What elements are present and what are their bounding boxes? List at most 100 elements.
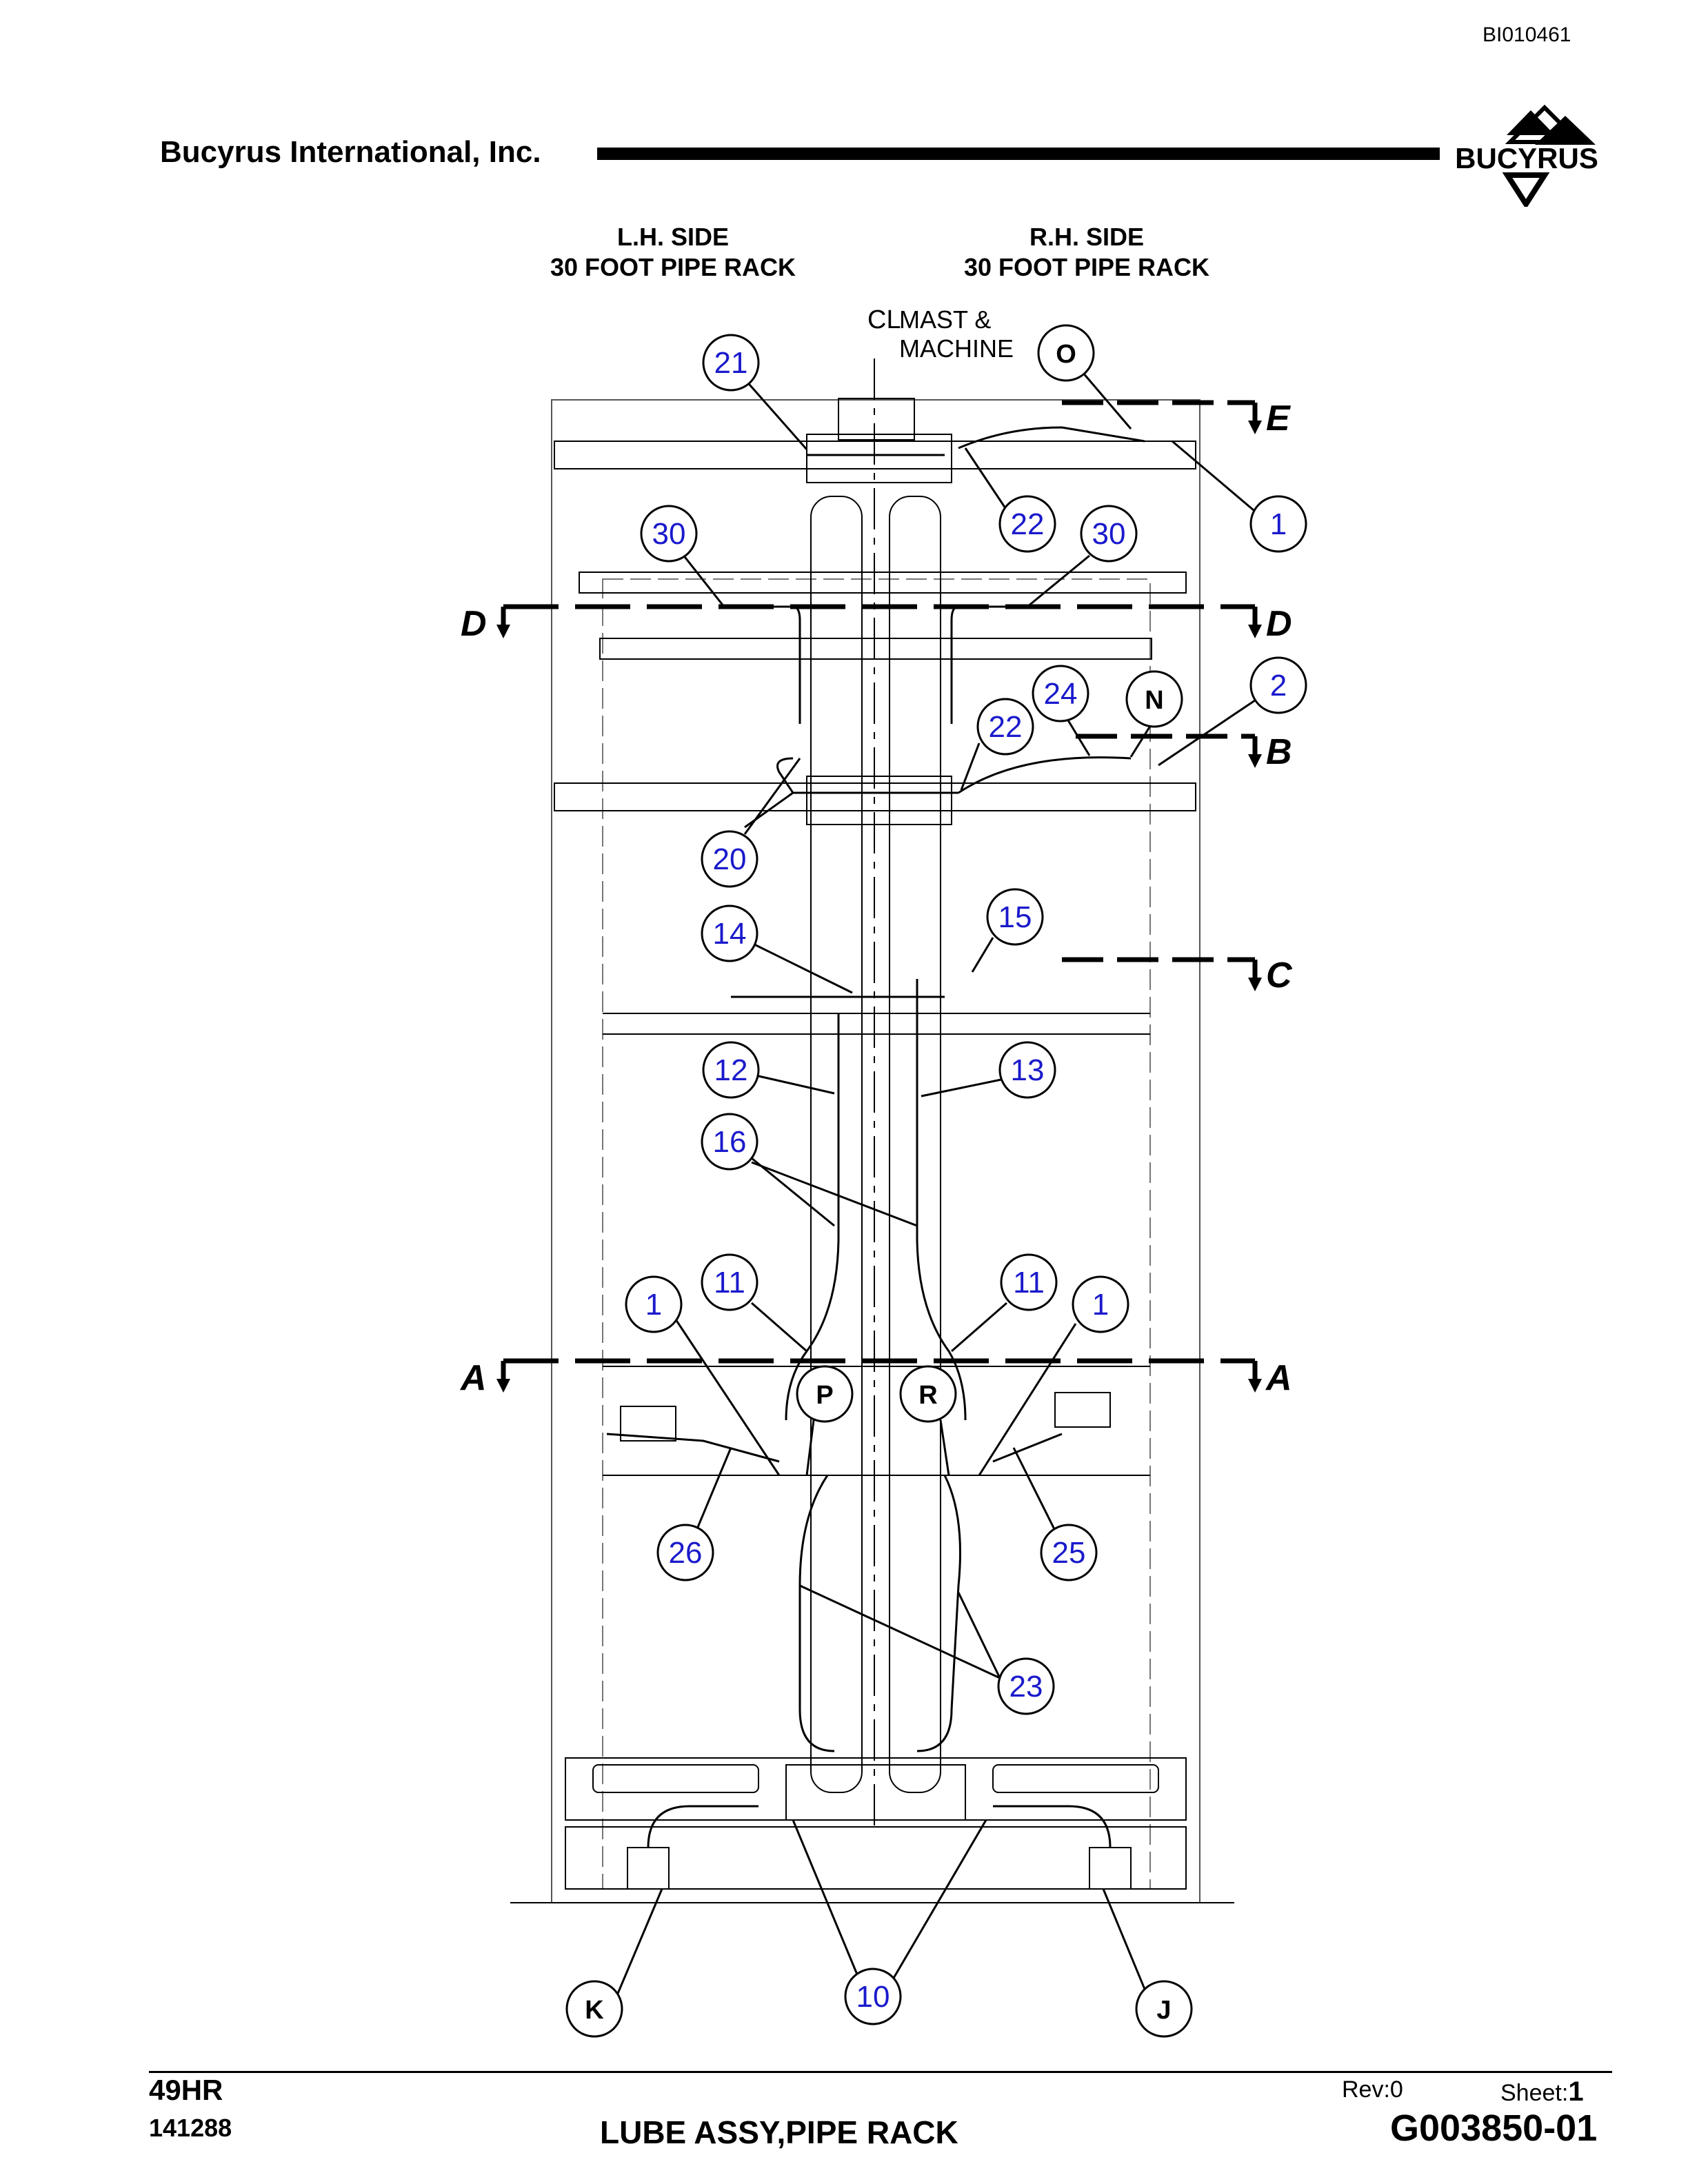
callout-p: P (796, 1365, 854, 1423)
svg-text:20: 20 (713, 842, 747, 876)
svg-text:P: P (816, 1381, 833, 1410)
callout-13: 13 (998, 1041, 1056, 1099)
centerline-line1: MAST & (899, 305, 991, 334)
section-label-b: B (1266, 732, 1292, 772)
footer-rule (149, 2071, 1612, 2073)
header-rule (597, 148, 1440, 160)
callout-n: N (1125, 670, 1183, 728)
callout-11-left: 11 (701, 1253, 758, 1311)
bucyrus-logo: BUCYRUS (1455, 104, 1598, 207)
sheet-label: Sheet: (1500, 2080, 1569, 2106)
callout-k: K (565, 1980, 623, 2038)
callout-balloons: 21 O 1 22 30 30 24 N 2 22 20 14 15 12 13… (565, 324, 1307, 2038)
rh-side-subtitle: 30 FOOT PIPE RACK (963, 253, 1210, 281)
company-name: Bucyrus International, Inc. (160, 135, 541, 169)
revision: Rev:0 (1342, 2076, 1403, 2103)
callout-30-left: 30 (640, 505, 698, 563)
svg-text:13: 13 (1011, 1053, 1045, 1087)
svg-text:11: 11 (1013, 1266, 1045, 1300)
callout-10: 10 (844, 1968, 902, 2025)
sheet-indicator: Sheet:1 (1500, 2076, 1584, 2107)
svg-text:O: O (1056, 340, 1076, 369)
callout-1-right: 1 (1072, 1275, 1129, 1333)
sheet-number: 1 (1568, 2076, 1584, 2107)
callout-2: 2 (1249, 656, 1307, 714)
section-label-a-left: A (459, 1358, 487, 1398)
lube-lines (606, 426, 1145, 1848)
svg-text:30: 30 (1092, 517, 1126, 551)
svg-text:15: 15 (998, 900, 1032, 934)
svg-text:J: J (1156, 1996, 1171, 2025)
svg-text:22: 22 (1011, 507, 1045, 541)
callout-14: 14 (701, 904, 758, 962)
callout-26: 26 (656, 1524, 714, 1581)
callout-30-right: 30 (1080, 505, 1138, 563)
svg-text:16: 16 (713, 1125, 747, 1159)
serial-number: 141288 (149, 2114, 232, 2142)
svg-text:24: 24 (1044, 677, 1078, 711)
rh-side-heading: R.H. SIDE 30 FOOT PIPE RACK (907, 222, 1266, 283)
svg-text:K: K (585, 1996, 604, 2025)
lh-side-subtitle: 30 FOOT PIPE RACK (550, 253, 796, 281)
section-arrowheads (496, 421, 1262, 1393)
callout-11-right: 11 (1000, 1253, 1058, 1311)
callout-12: 12 (702, 1041, 760, 1099)
callout-1-left: 1 (625, 1275, 683, 1333)
callout-24: 24 (1032, 665, 1089, 722)
svg-text:11: 11 (714, 1266, 745, 1300)
svg-text:1: 1 (645, 1288, 662, 1322)
centerline-line2: MACHINE (899, 334, 1014, 363)
callout-22-mid: 22 (976, 698, 1034, 756)
rh-side-title: R.H. SIDE (1029, 223, 1145, 251)
lh-side-heading: L.H. SIDE 30 FOOT PIPE RACK (494, 222, 852, 283)
section-b-arrow-icon (1248, 754, 1262, 768)
section-label-c: C (1266, 956, 1293, 995)
svg-text:26: 26 (669, 1536, 703, 1570)
callout-16: 16 (701, 1113, 758, 1171)
section-d-right-arrow-icon (1248, 625, 1262, 638)
svg-text:23: 23 (1009, 1670, 1043, 1703)
logo-wordmark: BUCYRUS (1455, 142, 1598, 174)
section-label-d-left: D (461, 604, 487, 644)
callout-j: J (1135, 1980, 1193, 2038)
svg-text:12: 12 (714, 1053, 748, 1087)
svg-text:1: 1 (1092, 1288, 1109, 1322)
callout-23: 23 (997, 1657, 1055, 1715)
callout-o: O (1037, 324, 1095, 382)
svg-text:2: 2 (1270, 669, 1287, 702)
section-e-arrow-icon (1248, 421, 1262, 434)
section-label-d-right: D (1266, 604, 1292, 644)
frame-structure (510, 358, 1234, 1903)
section-a-right-arrow-icon (1248, 1379, 1262, 1393)
svg-text:1: 1 (1270, 507, 1287, 541)
section-label-a-right: A (1265, 1358, 1292, 1398)
svg-text:14: 14 (713, 917, 747, 951)
callout-15: 15 (986, 888, 1044, 946)
svg-text:30: 30 (652, 517, 686, 551)
section-a-left-arrow-icon (496, 1379, 510, 1393)
section-label-e: E (1266, 398, 1291, 438)
section-cut-lines (501, 400, 1258, 1386)
svg-text:10: 10 (856, 1980, 890, 2014)
lh-side-title: L.H. SIDE (616, 223, 730, 251)
svg-text:R: R (918, 1381, 937, 1410)
svg-text:22: 22 (989, 710, 1023, 744)
leader-lines (608, 372, 1256, 2016)
svg-text:25: 25 (1052, 1536, 1086, 1570)
callout-25: 25 (1040, 1524, 1098, 1581)
callout-21: 21 (702, 334, 760, 392)
logo-peak-right-icon (1535, 116, 1596, 145)
drawing-title: LUBE ASSY,PIPE RACK (600, 2114, 958, 2150)
svg-text:N: N (1145, 686, 1163, 715)
callout-22-top: 22 (998, 495, 1056, 553)
centerline-symbol: CL (867, 305, 901, 334)
document-id: BI010461 (1483, 23, 1571, 46)
machine-model: 49HR (149, 2074, 223, 2106)
centerline-note: CL MAST & MACHINE (867, 305, 1014, 363)
callout-1-top: 1 (1249, 495, 1307, 553)
section-c-arrow-icon (1248, 978, 1262, 991)
callout-20: 20 (701, 830, 758, 888)
section-labels: E D D B C A A (459, 398, 1293, 1398)
drawing-number: G003850-01 (1390, 2107, 1598, 2149)
